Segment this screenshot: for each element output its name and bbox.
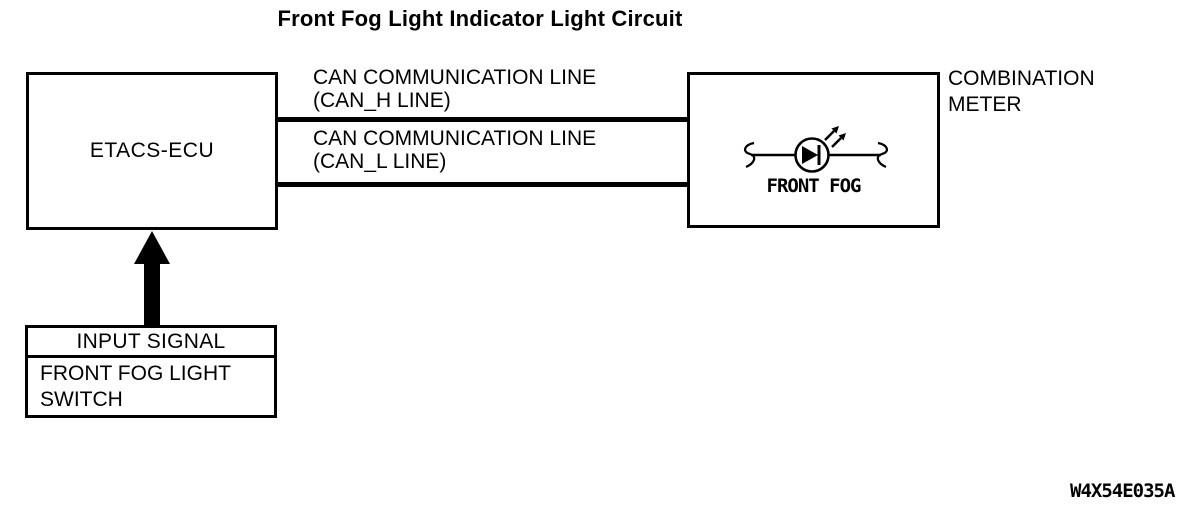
etacs-ecu-label: ETACS-ECU	[89, 139, 215, 162]
front-fog-switch-label: FRONT FOG LIGHT SWITCH	[28, 358, 274, 413]
can-h-label-line2: (CAN_H LINE)	[313, 89, 451, 112]
combination-meter-box: FRONT FOG	[687, 72, 940, 228]
figure-code: W4X54E035A	[1070, 480, 1175, 502]
input-signal-box: INPUT SIGNAL FRONT FOG LIGHT SWITCH	[25, 325, 277, 418]
can-l-label-line2: (CAN_L LINE)	[313, 150, 447, 173]
combination-meter-label-line1: COMBINATION	[948, 67, 1095, 90]
front-fog-switch-label-line1: FRONT FOG LIGHT	[40, 362, 231, 385]
combination-meter-label-line2: METER	[948, 93, 1022, 116]
input-signal-header: INPUT SIGNAL	[28, 328, 274, 358]
can-h-label: CAN COMMUNICATION LINE (CAN_H LINE)	[313, 66, 596, 112]
can-h-label-line1: CAN COMMUNICATION LINE	[313, 66, 597, 89]
diagram-title: Front Fog Light Indicator Light Circuit	[277, 6, 683, 31]
front-fog-switch-label-line2: SWITCH	[40, 388, 123, 411]
combination-meter-label: COMBINATION METER	[948, 66, 1095, 118]
front-fog-indicator-label: FRONT FOG	[766, 175, 862, 197]
can-l-label-line1: CAN COMMUNICATION LINE	[313, 127, 597, 150]
can-l-wire	[278, 182, 687, 187]
can-h-wire	[278, 117, 687, 122]
up-arrow-icon	[134, 231, 170, 326]
led-indicator-icon	[744, 126, 888, 173]
can-l-label: CAN COMMUNICATION LINE (CAN_L LINE)	[313, 127, 596, 173]
etacs-ecu-box: ETACS-ECU	[26, 72, 278, 230]
